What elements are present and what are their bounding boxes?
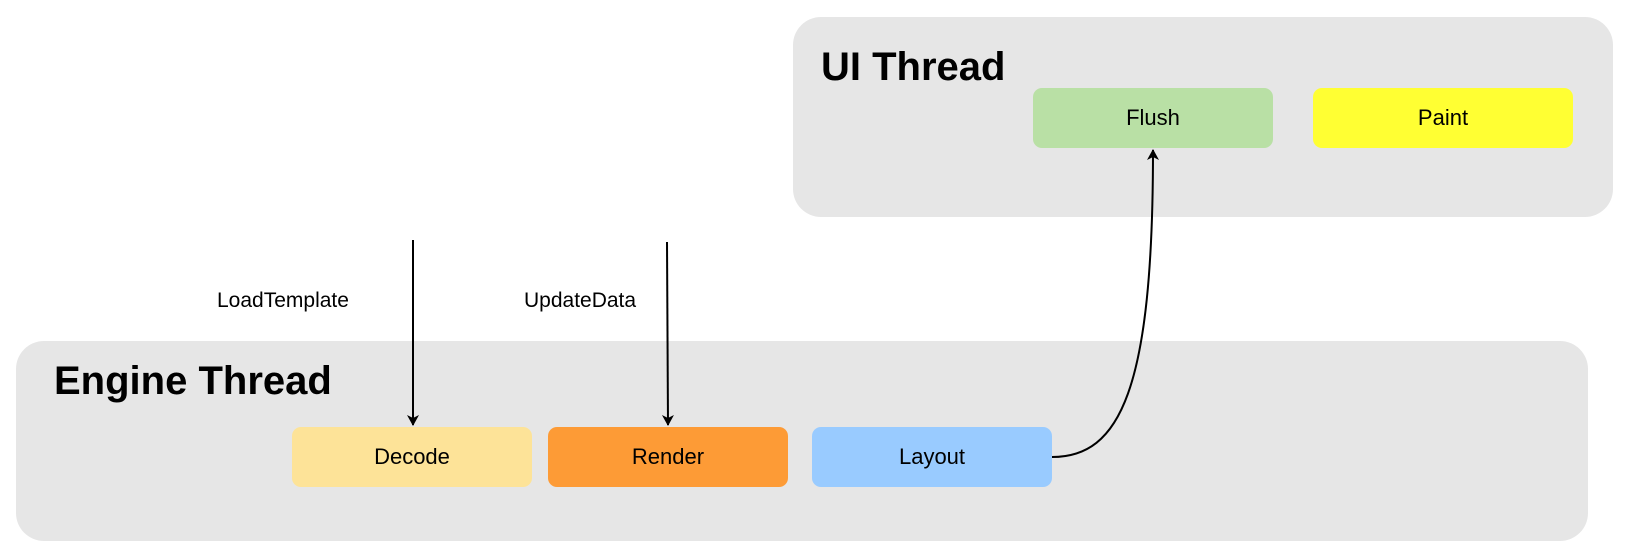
ui-thread-title: UI Thread: [821, 45, 1006, 89]
decode-box: Decode: [292, 427, 532, 487]
layout-box: Layout: [812, 427, 1052, 487]
paint-box: Paint: [1313, 88, 1573, 148]
flush-box: Flush: [1033, 88, 1273, 148]
update-data-arrow: [661, 241, 674, 426]
layout-to-flush-arrow: [1051, 149, 1159, 458]
update-data-label: UpdateData: [524, 289, 637, 312]
ui-thread-lane: UI Thread Flush Paint: [793, 17, 1613, 217]
engine-thread-title: Engine Thread: [54, 359, 332, 403]
engine-thread-lane: Engine Thread Decode Render Layout: [16, 341, 1588, 541]
render-box: Render: [548, 427, 788, 487]
load-template-label: LoadTemplate: [217, 289, 349, 312]
